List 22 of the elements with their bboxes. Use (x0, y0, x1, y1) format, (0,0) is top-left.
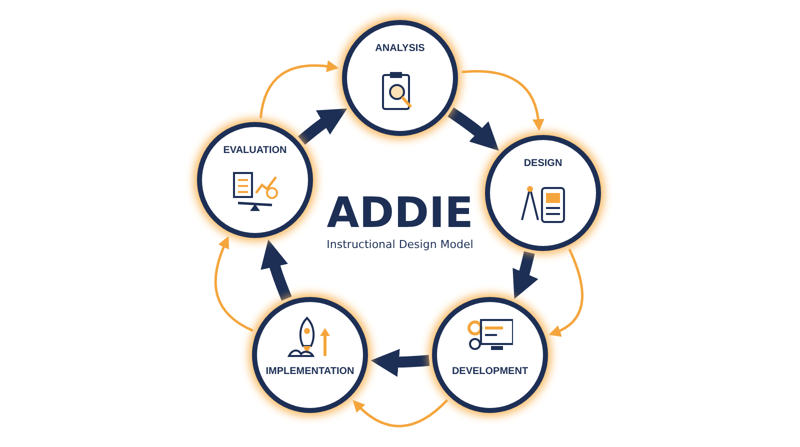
arrow (260, 240, 292, 301)
node-title: DESIGN (522, 158, 564, 169)
node-title: EVALUATION (222, 145, 288, 156)
arrow (462, 70, 544, 132)
node-title: DEVELOPMENT (450, 366, 530, 377)
arrow (259, 60, 339, 118)
title: ADDIE (326, 190, 474, 236)
process-circle (485, 135, 601, 251)
node-title: ANALYSIS (374, 43, 426, 54)
arrow (370, 348, 430, 377)
process-circle (197, 122, 313, 238)
process-circle (252, 297, 368, 413)
caption: Instructional Design Model (326, 238, 474, 251)
node-title: IMPLEMENTATION (264, 366, 356, 377)
arrow (512, 251, 538, 300)
process-circle (432, 297, 548, 413)
arrow (548, 248, 584, 336)
arrow (298, 108, 348, 145)
process-circle (342, 20, 458, 136)
arrow (214, 236, 254, 332)
arrow (448, 107, 500, 151)
arrow (352, 399, 448, 428)
